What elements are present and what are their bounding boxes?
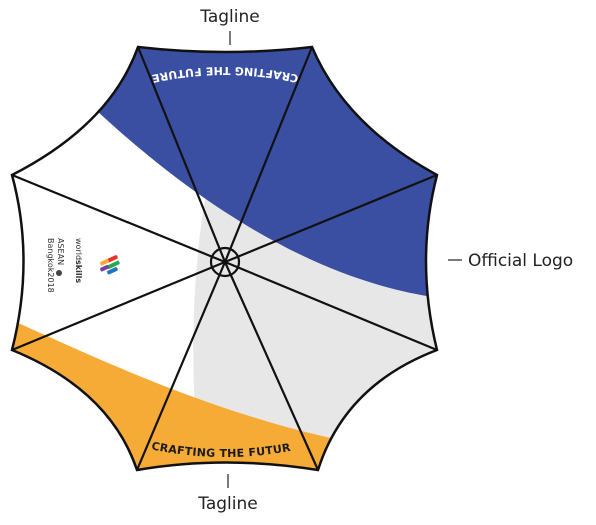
umbrella-hub <box>209 246 241 278</box>
official-logo: worldskills ASEAN Bangkok2018 <box>46 238 120 293</box>
rib-line <box>11 173 226 264</box>
rib-line <box>224 173 438 264</box>
logo-line1-suffix: skills <box>74 260 83 283</box>
callout-top-label: Tagline <box>199 7 259 27</box>
logo-line2: ASEAN <box>56 238 65 265</box>
rib-line <box>223 46 314 263</box>
logo-emblem <box>100 255 120 275</box>
logo-line1-prefix: world <box>74 238 83 260</box>
callout-right-label: Official Logo <box>468 251 573 271</box>
logo-line3: Bangkok2018 <box>46 238 55 293</box>
logo-line1: worldskills <box>74 238 83 283</box>
logo-dot-icon <box>56 270 62 276</box>
rib-line <box>11 260 226 352</box>
canopy-outline <box>10 45 439 472</box>
callout-bottom: Tagline <box>197 474 258 514</box>
rib-line <box>136 46 227 263</box>
umbrella-ribs <box>11 46 438 471</box>
rib-line <box>224 260 438 352</box>
rib-line <box>223 261 320 471</box>
callout-bottom-label: Tagline <box>197 494 257 514</box>
rib-line <box>135 261 227 471</box>
callout-right: Official Logo <box>448 251 573 271</box>
callout-top: Tagline <box>199 7 260 45</box>
